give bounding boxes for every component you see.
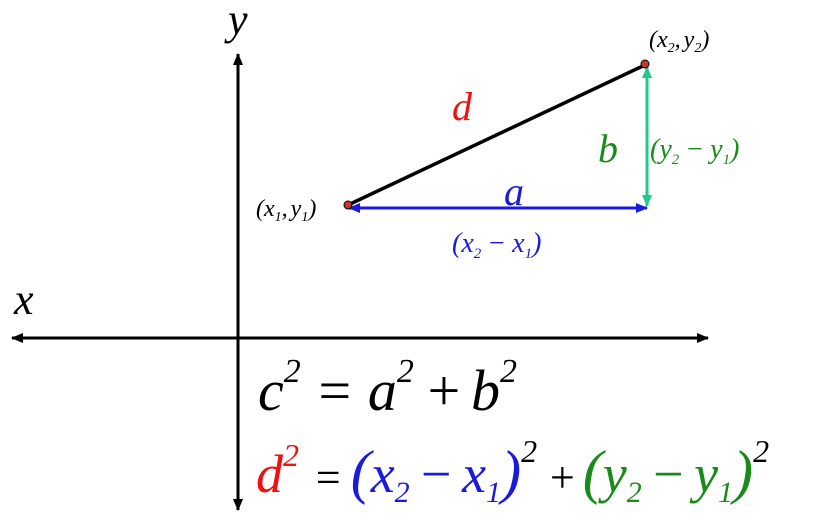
point-2-label: (x2,y2) bbox=[649, 27, 709, 56]
base-label: a bbox=[504, 169, 524, 214]
vertical-label: b bbox=[598, 126, 618, 171]
y-axis-label: y bbox=[224, 0, 248, 44]
hypotenuse-segment bbox=[347, 63, 646, 207]
x-axis-label: x bbox=[13, 275, 34, 324]
base-expression: (x2−x1) bbox=[452, 228, 541, 262]
hypotenuse-label: d bbox=[452, 84, 473, 129]
point-1-dot bbox=[343, 200, 353, 210]
distance-formula: d2=(x2−x1)2+(y2−y1)2 bbox=[256, 433, 769, 509]
vertical-expression: (y2−y1) bbox=[650, 134, 739, 168]
point-1-label: (x1,y1) bbox=[256, 196, 316, 225]
point-2-dot bbox=[640, 59, 650, 69]
pythagorean-formula: c2=a2+b2 bbox=[258, 353, 517, 423]
